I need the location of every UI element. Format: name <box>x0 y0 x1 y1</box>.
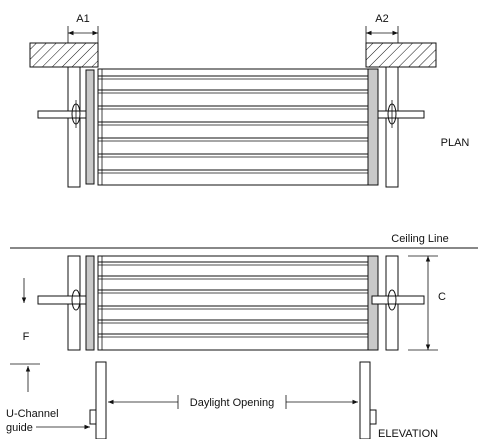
label-a2: A2 <box>375 13 388 25</box>
label-u-channel-line2: guide <box>6 422 33 434</box>
plan-door-curtain <box>97 68 379 186</box>
elev-right-bracket-bar <box>371 295 425 305</box>
right-wall-hatch <box>365 42 437 68</box>
elevation-view: Ceiling Line F <box>6 233 478 439</box>
right-bracket-bar <box>371 110 425 119</box>
right-u-channel-guide <box>359 361 371 439</box>
label-c: C <box>438 291 446 303</box>
elev-left-bracket-bar <box>37 295 87 305</box>
left-guide-post <box>67 66 81 188</box>
label-daylight-opening: Daylight Opening <box>190 397 274 409</box>
plan-view: A1 A2 <box>29 13 470 188</box>
label-a1: A1 <box>76 13 89 25</box>
left-u-channel-guide <box>95 361 107 439</box>
left-guide-plate <box>85 69 95 185</box>
label-ceiling-line: Ceiling Line <box>391 233 448 245</box>
label-u-channel-line1: U-Channel <box>6 408 59 420</box>
left-wall-hatch <box>29 42 99 68</box>
label-plan: PLAN <box>441 137 470 149</box>
elevation-door-hood <box>97 255 379 351</box>
label-elevation: ELEVATION <box>378 428 438 439</box>
label-f: F <box>23 331 30 343</box>
left-bracket-bar <box>37 110 87 119</box>
